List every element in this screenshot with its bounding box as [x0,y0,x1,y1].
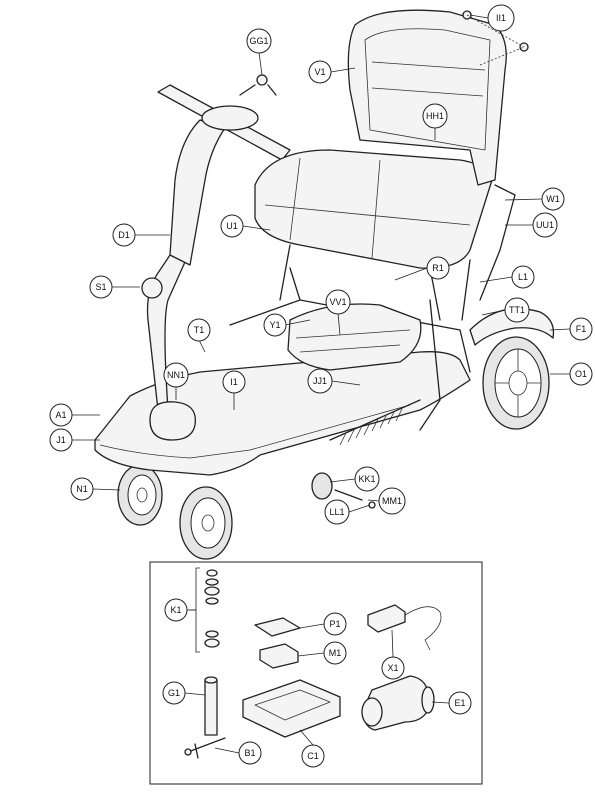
seat-post [461,184,516,321]
callout-N1: N1 [70,477,94,501]
callout-O1: O1 [569,362,593,386]
callout-B1: B1 [238,741,262,765]
svg-text:A1: A1 [55,410,66,420]
svg-text:LL1: LL1 [329,507,344,517]
callout-Y1: Y1 [263,313,287,337]
svg-text:E1: E1 [454,698,465,708]
callout-V1: V1 [308,60,332,84]
battery-tray [242,679,341,738]
leader-lines [72,14,571,513]
callout-MM1: MM1 [378,487,406,515]
svg-text:S1: S1 [95,282,106,292]
callout-F1: F1 [569,317,593,341]
callout-U1: U1 [220,214,244,238]
svg-text:R1: R1 [432,263,444,273]
callout-UU1: UU1 [532,212,558,238]
svg-text:UU1: UU1 [536,220,554,230]
callout-J1: J1 [49,428,73,452]
svg-text:Y1: Y1 [269,320,280,330]
svg-text:V1: V1 [314,67,325,77]
tiller-pin [187,737,226,759]
callout-JJ1: JJ1 [307,368,333,394]
switch-block [259,643,299,669]
callout-G1: G1 [162,681,186,705]
inset-leader-lines [184,609,450,754]
callout-NN1: NN1 [163,362,189,388]
svg-text:D1: D1 [118,230,130,240]
svg-text:K1: K1 [170,605,181,615]
svg-text:G1: G1 [168,688,180,698]
svg-text:B1: B1 [244,748,255,758]
callout-VV1: VV1 [325,289,351,315]
front-wheel-left [117,464,163,526]
rear-wheel [482,336,550,430]
callout-E1: E1 [448,691,472,715]
ignition-key [239,74,277,96]
svg-text:NN1: NN1 [167,370,185,380]
svg-text:HH1: HH1 [426,111,444,121]
svg-text:VV1: VV1 [329,297,346,307]
callout-T1: T1 [187,318,211,342]
callout-GG1: GG1 [246,28,272,54]
callout-KK1: KK1 [354,466,380,492]
callout-P1: P1 [323,612,347,636]
callout-M1: M1 [323,641,347,665]
svg-text:N1: N1 [76,484,88,494]
seat-cushion [254,149,493,269]
control-console [201,105,259,131]
steering-shaft [204,679,218,736]
svg-text:T1: T1 [194,325,205,335]
bearing-kit [204,569,220,648]
tiller-knob [141,277,163,299]
callout-K1: K1 [164,598,188,622]
tiller-upper [169,119,226,266]
bolt [334,489,363,501]
callout-S1: S1 [89,275,113,299]
svg-text:C1: C1 [307,751,319,761]
svg-text:I1: I1 [230,377,238,387]
steering-base [149,401,196,441]
suspension-spring [329,399,421,446]
callout-D1: D1 [112,223,136,247]
svg-text:M1: M1 [329,648,342,658]
svg-text:U1: U1 [226,221,238,231]
inset-illustrations [184,567,442,759]
callout-X1: X1 [381,656,405,680]
front-wheel-right [179,486,233,560]
callout-A1: A1 [49,403,73,427]
callout-L1: L1 [511,265,535,289]
svg-text:F1: F1 [576,324,587,334]
svg-text:X1: X1 [387,663,398,673]
seat-back [347,9,507,186]
anti-tip-wheel [311,472,333,500]
scooter-illustration [94,9,555,560]
callout-HH1: HH1 [422,103,448,129]
svg-text:MM1: MM1 [382,496,402,506]
svg-text:O1: O1 [575,369,587,379]
callout-TT1: TT1 [504,297,530,323]
callout-LL1: LL1 [324,499,350,525]
svg-text:P1: P1 [329,619,340,629]
svg-text:TT1: TT1 [509,305,525,315]
callout-C1: C1 [301,744,325,768]
svg-text:GG1: GG1 [249,36,268,46]
svg-text:KK1: KK1 [358,474,375,484]
svg-text:J1: J1 [56,435,66,445]
callout-R1: R1 [426,256,450,280]
svg-text:II1: II1 [496,13,506,23]
svg-text:L1: L1 [518,272,528,282]
charger [367,604,406,633]
callout-II1: II1 [487,4,515,32]
callout-I1: I1 [222,370,246,394]
svg-text:W1: W1 [546,194,560,204]
callout-W1: W1 [541,187,565,211]
svg-text:JJ1: JJ1 [313,376,327,386]
